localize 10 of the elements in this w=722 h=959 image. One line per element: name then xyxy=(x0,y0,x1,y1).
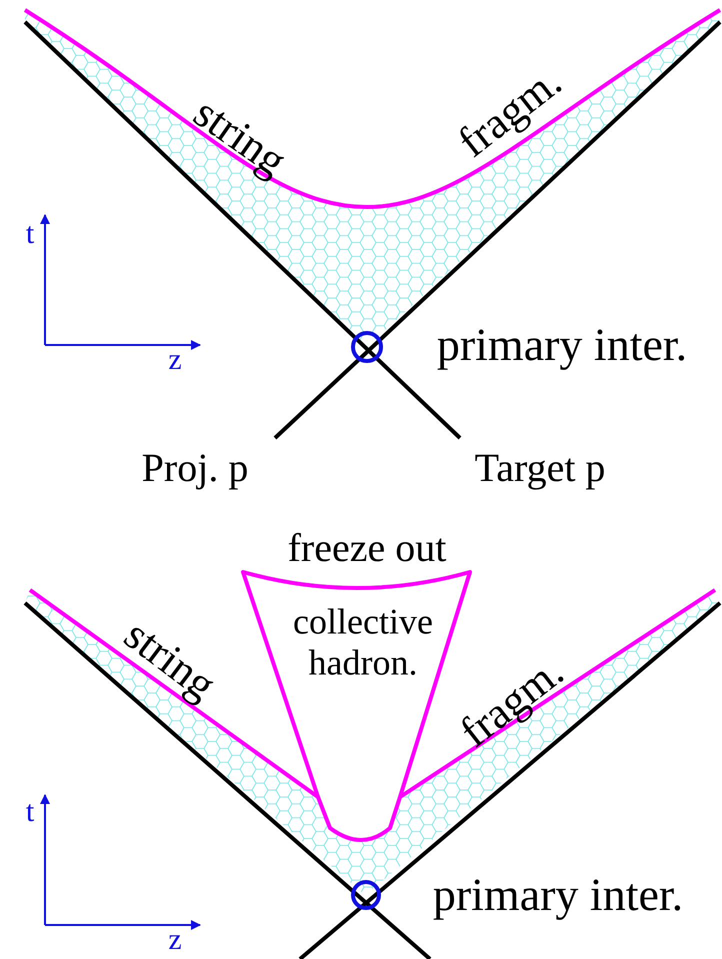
axis-label: t xyxy=(26,219,34,249)
freeze-out-label: freeze out xyxy=(288,525,446,571)
region-label: collective hadron. xyxy=(292,602,434,684)
axis-label: t xyxy=(26,797,34,827)
axis-label: z xyxy=(168,925,182,955)
beam-label: Target p xyxy=(474,448,606,488)
vertex-label: primary inter. xyxy=(432,872,684,918)
vertex-label: primary inter. xyxy=(436,322,688,368)
beam-label: Proj. p xyxy=(142,448,248,488)
axis-label: z xyxy=(168,345,182,375)
